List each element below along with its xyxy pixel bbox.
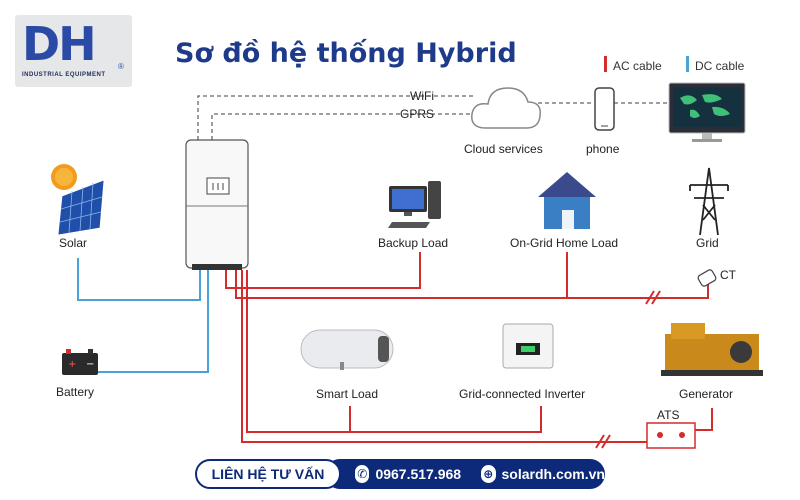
- grid-inverter-label: Grid-connected Inverter: [459, 387, 586, 401]
- water-heater-icon: [300, 329, 394, 370]
- ats-generator-line: [694, 408, 713, 431]
- legend-ac-swatch: [604, 56, 607, 72]
- logo-registered-mark: ®: [118, 62, 124, 71]
- ats-label: ATS: [657, 408, 680, 422]
- gprs-line: [211, 113, 474, 140]
- hybrid-inverter-icon: [185, 139, 249, 270]
- ac-lines: [225, 252, 713, 443]
- solar-dc-line: [77, 258, 201, 301]
- cloud-services-label: Cloud services: [464, 142, 543, 156]
- legend-ac-label: AC cable: [613, 59, 662, 73]
- phone-label: phone: [586, 142, 620, 156]
- ct-label: CT: [720, 268, 736, 282]
- cable-slashes: [595, 290, 661, 449]
- monitor-icon: [668, 82, 746, 142]
- grid-inverter-icon: [502, 323, 554, 369]
- legend-dc-swatch: [686, 56, 689, 72]
- logo-letters: DH: [22, 17, 97, 71]
- logo-background: [15, 15, 132, 87]
- contact-label: LIÊN HỆ TƯ VẤN: [211, 466, 325, 482]
- smart-load-label: Smart Load: [316, 387, 379, 401]
- smartload-bus-line: [246, 270, 542, 433]
- gen-bus-line: [241, 270, 648, 443]
- generator-icon: [661, 323, 763, 376]
- generator-label: Generator: [679, 387, 734, 401]
- battery-dc-line: [92, 270, 209, 373]
- wifi-label: WiFi: [410, 89, 434, 103]
- computer-icon: [388, 181, 441, 228]
- grid-label: Grid: [696, 236, 719, 250]
- grid-bus-line: [235, 270, 709, 299]
- ats-box-icon: [646, 422, 696, 449]
- home-load-label: On-Grid Home Load: [510, 236, 619, 250]
- battery-label: Battery: [56, 385, 95, 399]
- svg-text:−: −: [86, 359, 94, 370]
- solar-panel-icon: [51, 164, 105, 236]
- gprs-label: GPRS: [400, 107, 435, 121]
- phone-icon: [594, 87, 615, 131]
- house-icon: [538, 172, 596, 229]
- dc-lines: [77, 258, 209, 373]
- wifi-line: [197, 95, 474, 140]
- backup-load-label: Backup Load: [378, 236, 449, 250]
- solar-label: Solar: [59, 236, 88, 250]
- svg-text:+: +: [68, 359, 76, 370]
- power-tower-icon: [689, 167, 729, 236]
- backup-ac-line: [225, 252, 421, 289]
- comm-lines: [197, 95, 668, 140]
- legend-dc-label: DC cable: [695, 59, 745, 73]
- cloud-icon: [471, 87, 541, 129]
- battery-icon: + −: [62, 349, 98, 375]
- contact-button[interactable]: LIÊN HỆ TƯ VẤN: [195, 459, 341, 489]
- page-title: Sơ đồ hệ thống Hybrid: [175, 38, 517, 69]
- ct-icon: [697, 269, 717, 287]
- logo-subtitle: INDUSTRIAL EQUIPMENT: [22, 72, 106, 78]
